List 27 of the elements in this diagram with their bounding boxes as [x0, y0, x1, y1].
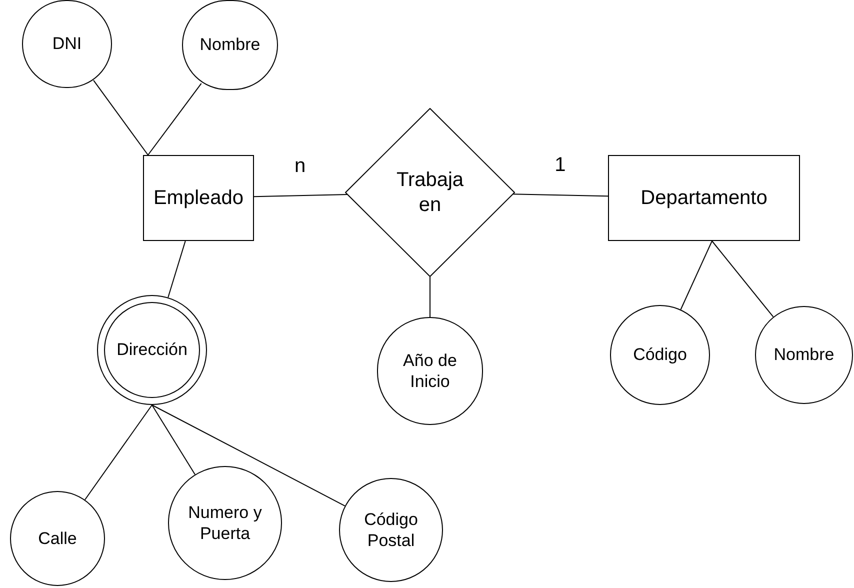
node-label: Trabaja en — [395, 168, 465, 218]
connector-line — [254, 194, 348, 198]
node-label: Numero y Puerta — [187, 502, 263, 544]
node-label: DNI — [51, 33, 83, 55]
node-label: Código — [632, 344, 688, 366]
connector-line — [152, 404, 196, 476]
connector-line — [93, 80, 148, 156]
node-label: Año de Inicio — [402, 350, 458, 392]
node-label: Nombre — [772, 344, 836, 366]
node-label: Nombre — [198, 34, 262, 56]
node-label: Dirección — [116, 339, 188, 361]
node-label: Calle — [37, 528, 78, 550]
cardinality-label: n — [294, 156, 306, 176]
relationship-diamond — [345, 108, 515, 277]
connector-line — [168, 240, 186, 298]
node-label: Código Postal — [363, 508, 419, 552]
entity-rectangle — [143, 155, 254, 241]
entity-rectangle — [608, 155, 800, 241]
connector-line — [84, 404, 152, 500]
connector-line — [712, 240, 774, 318]
connector-line — [512, 194, 608, 197]
connector-line — [152, 404, 346, 506]
cardinality-label: 1 — [554, 155, 566, 176]
node-label: Departamento — [640, 186, 768, 210]
connector-line — [148, 82, 202, 156]
node-label: Empleado — [152, 186, 245, 210]
connector-line — [680, 240, 712, 310]
